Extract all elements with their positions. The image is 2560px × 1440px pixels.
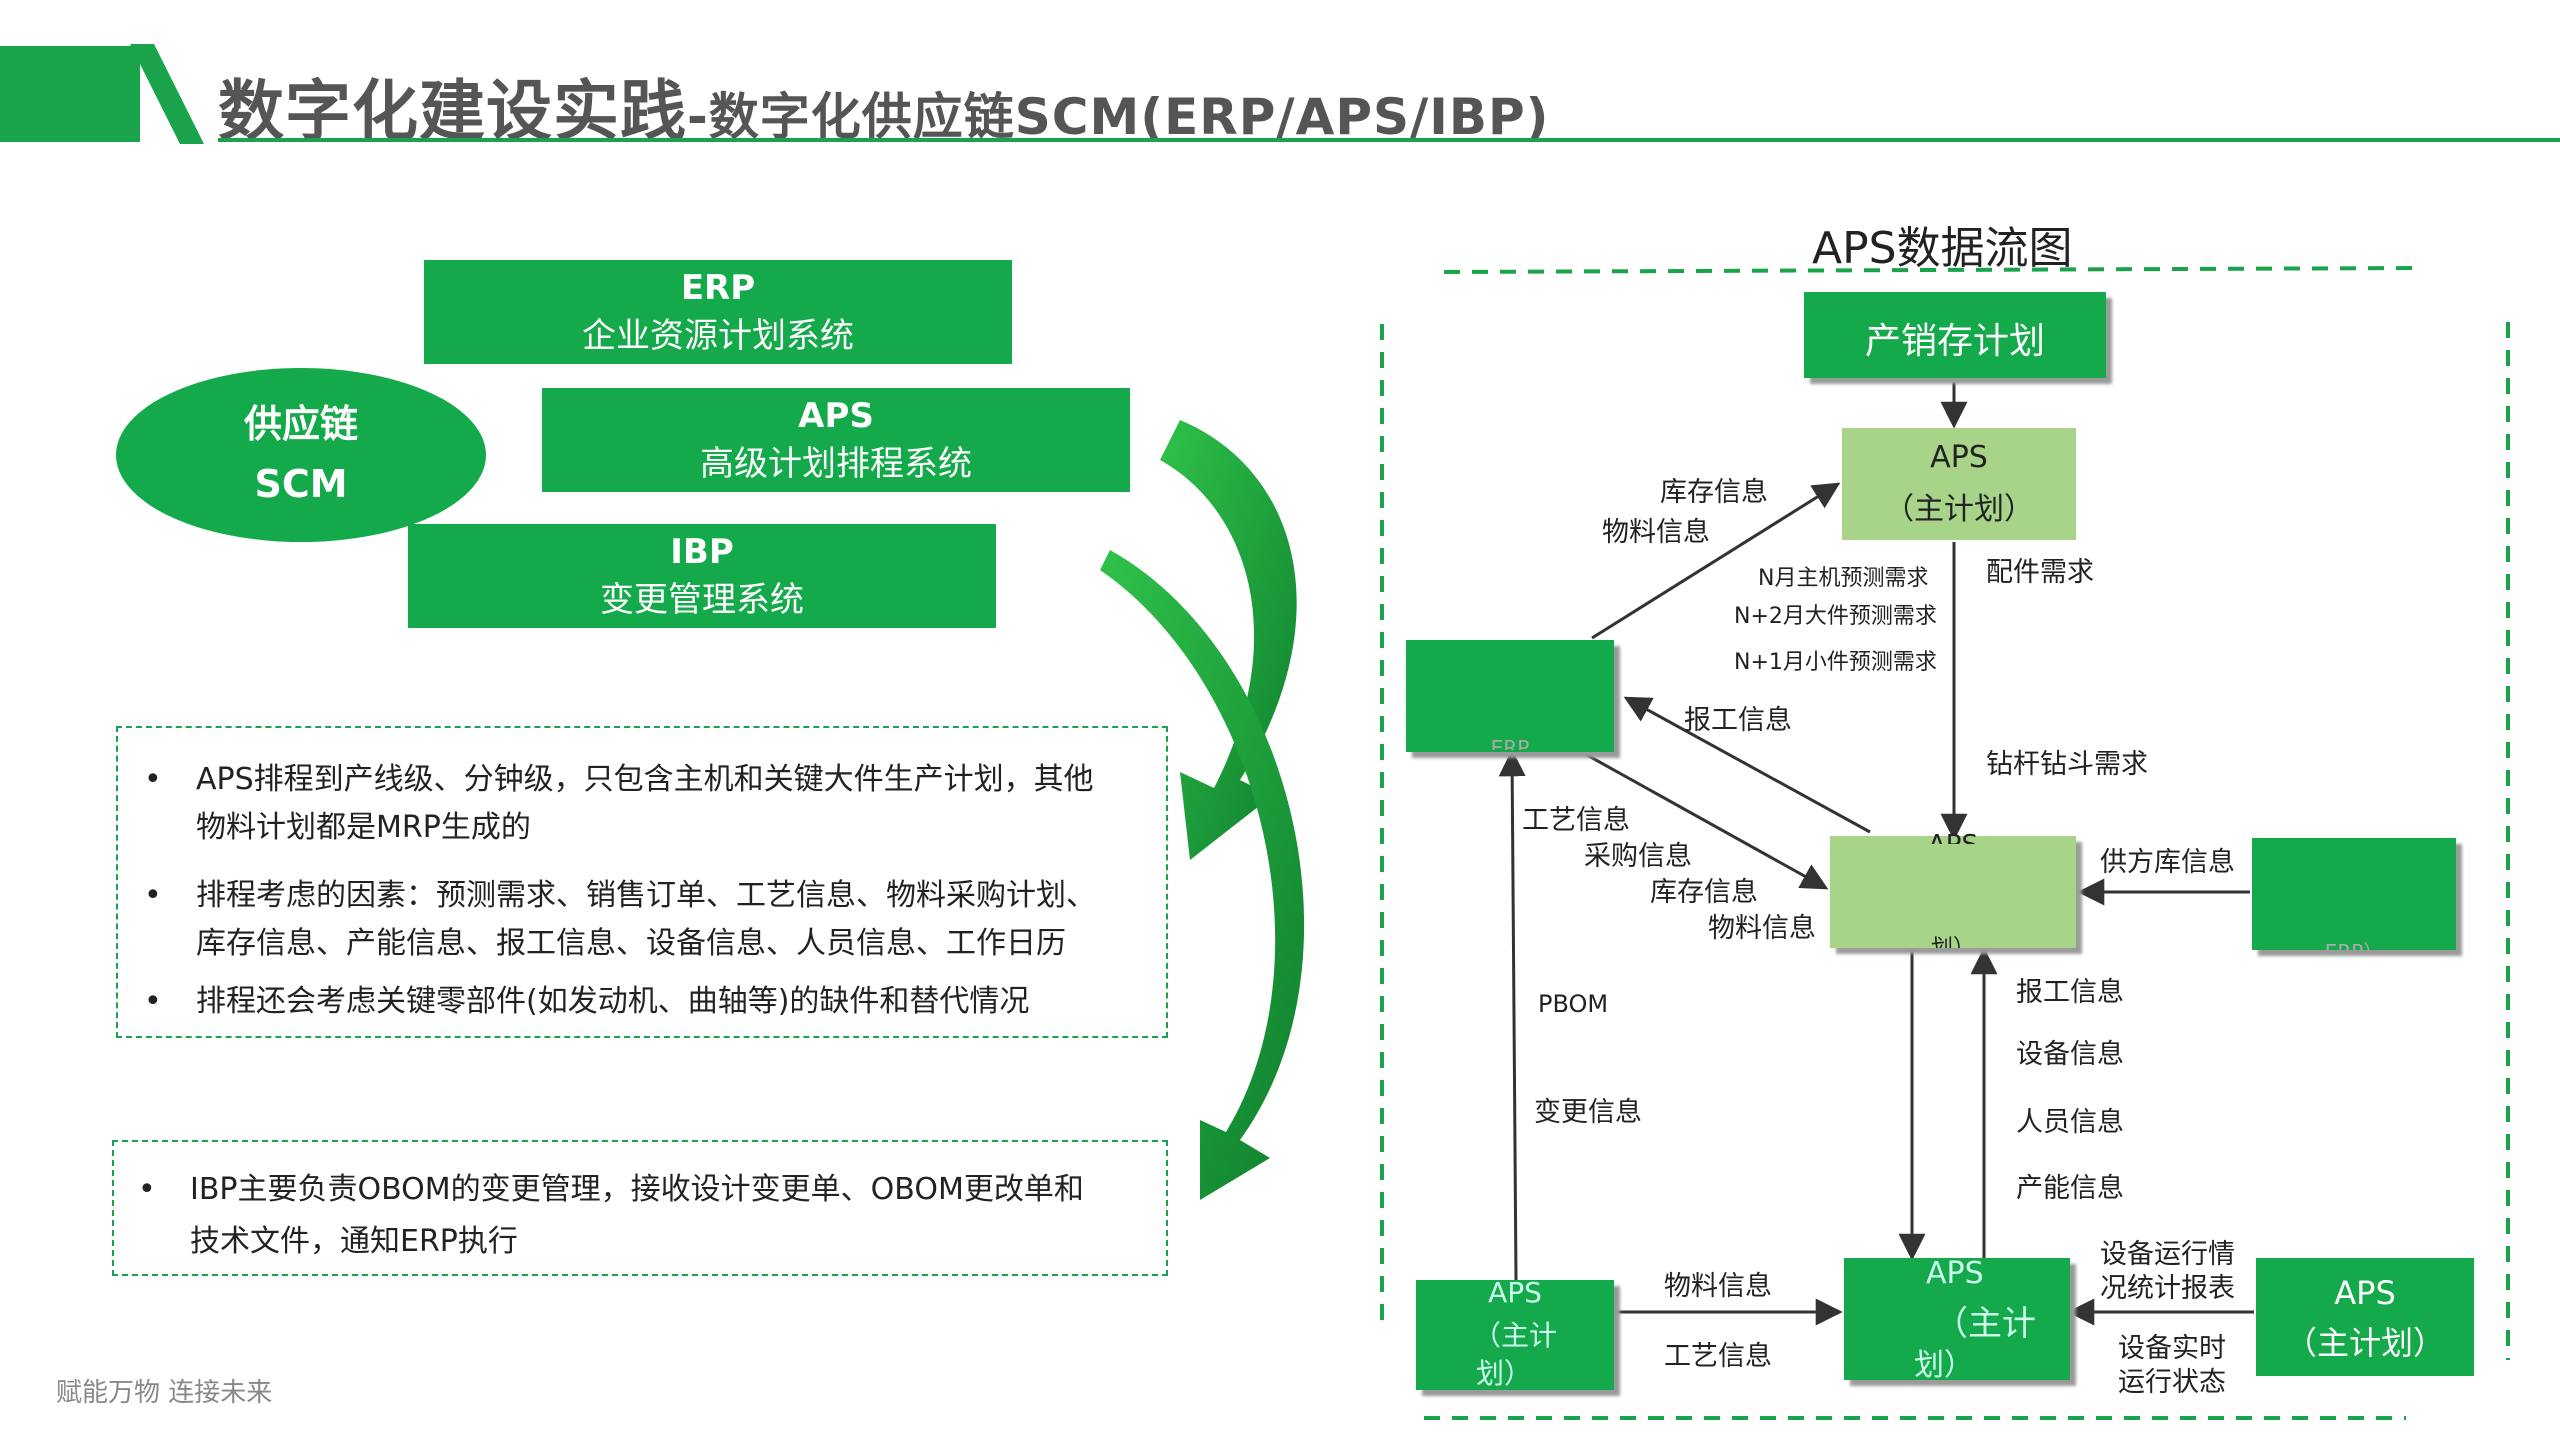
- bullet-item: • IBP主要负责OBOM的变更管理，接收设计变更单、OBOM更改单和 技术文件…: [138, 1164, 1084, 1268]
- node-aps-center: APS 划）: [1830, 830, 2076, 948]
- label-equip-report-2: 况统计报表: [2100, 1273, 2235, 1304]
- diagram-title: APS数据流图: [1812, 223, 2073, 274]
- curved-arrow-to-bullets: [1160, 420, 1297, 860]
- aps-title: APS: [798, 396, 874, 436]
- bullet-text: 技术文件，通知ERP执行: [190, 1224, 518, 1259]
- aps-box: APS 高级计划排程系统: [542, 388, 1130, 492]
- node-label: （主计: [1934, 1304, 2036, 1344]
- bullet-text: 库存信息、产能信息、报工信息、设备信息、人员信息、工作日历: [196, 926, 1066, 961]
- node-label: 产销存计划: [1864, 321, 2045, 362]
- node-label: APS: [1488, 1280, 1542, 1309]
- node-label: （主计划）: [2284, 1324, 2445, 1362]
- node-aps-bottom-left: APS （主计 划）: [1416, 1280, 1614, 1390]
- label-report: 报工信息: [1684, 705, 1792, 736]
- bullet-dot: •: [144, 878, 162, 913]
- bullet-dot: •: [138, 1172, 156, 1207]
- aps-desc: 高级计划排程系统: [700, 444, 972, 484]
- label-material: 物料信息: [1602, 517, 1710, 548]
- label-personnel: 人员信息: [2016, 1107, 2124, 1138]
- bullet-text: APS排程到产线级、分钟级，只包含主机和关键大件生产计划，其他: [196, 762, 1094, 797]
- header-accent-band: [0, 46, 140, 142]
- arrow-center-to-erp: [1623, 696, 1871, 834]
- label-report-2: 报工信息: [2016, 977, 2124, 1008]
- node-label: APS: [1830, 830, 2076, 844]
- ellipse-line1: 供应链: [243, 402, 358, 446]
- node-label: APS: [1930, 440, 1988, 475]
- label-pbom: PBOM: [1538, 990, 1609, 1018]
- bullet-item: • 排程还会考虑关键零部件(如发动机、曲轴等)的缺件和替代情况: [144, 978, 1030, 1026]
- label-drill-demand: 钻杆钻斗需求: [1986, 749, 2148, 780]
- label-change: 变更信息: [1534, 1097, 1642, 1128]
- label-parts-demand: 配件需求: [1986, 557, 2094, 588]
- label-equipment: 设备信息: [2016, 1039, 2124, 1070]
- label-n-main: N月主机预测需求: [1758, 566, 1929, 591]
- ibp-desc: 变更管理系统: [600, 580, 804, 620]
- node-label: 划）: [1476, 1357, 1533, 1390]
- curved-arrows: [1100, 420, 1305, 1200]
- label-equip-report-1: 设备运行情: [2100, 1239, 2235, 1270]
- label-purchase: 采购信息: [1584, 841, 1692, 872]
- node-erp-left: ERP: [1406, 640, 1614, 752]
- node-label: （主计: [1472, 1319, 1557, 1352]
- aps-notes-box: [116, 726, 1168, 1038]
- erp-desc: 企业资源计划系统: [582, 316, 854, 356]
- node-label: ERP）: [2252, 936, 2456, 950]
- bullet-text: 排程还会考虑关键零部件(如发动机、曲轴等)的缺件和替代情况: [196, 984, 1030, 1019]
- bullet-dot: •: [144, 984, 162, 1019]
- node-aps-bottom-right: APS （主计划）: [2256, 1258, 2474, 1376]
- node-label: APS: [1926, 1258, 1984, 1291]
- arrow-erp-to-center: [1577, 748, 1829, 890]
- page-title-main: 数字化建设实践: [218, 73, 687, 150]
- erp-title: ERP: [680, 268, 756, 308]
- bullet-dot: •: [144, 762, 162, 797]
- diagram-dashed-frame: [1380, 266, 2510, 1420]
- ellipse-line2: SCM: [254, 462, 348, 506]
- label-equip-realtime-1: 设备实时: [2118, 1333, 2226, 1364]
- node-label: 划）: [1914, 1348, 1974, 1380]
- bullet-item: • APS排程到产线级、分钟级，只包含主机和关键大件生产计划，其他 物料计划都是…: [144, 756, 1094, 852]
- label-process-3: 工艺信息: [1664, 1341, 1772, 1372]
- arrow-bl-to-erp: [1498, 749, 1526, 1281]
- ibp-title: IBP: [670, 532, 734, 572]
- bullet-text: IBP主要负责OBOM的变更管理，接收设计变更单、OBOM更改单和: [190, 1172, 1084, 1207]
- supply-chain-ellipse: 供应链 SCM: [116, 368, 486, 542]
- curved-arrow-to-ibp-note: [1100, 550, 1305, 1200]
- label-inventory-2: 库存信息: [1650, 877, 1758, 908]
- node-label: APS: [2334, 1274, 2396, 1312]
- node-label: （主计划）: [1884, 492, 2034, 527]
- label-material-3: 物料信息: [1664, 1271, 1772, 1302]
- arrow-erp-to-aps: [1591, 482, 1841, 640]
- node-aps-bottom-center: APS （主计 划）: [1844, 1258, 2070, 1380]
- bullet-item: • 排程考虑的因素：预测需求、销售订单、工艺信息、物料采购计划、 库存信息、产能…: [144, 872, 1096, 968]
- node-erp-right: ERP）: [2252, 838, 2456, 950]
- node-label: ERP: [1490, 736, 1530, 750]
- header-slash-decoration: [130, 44, 204, 144]
- bullet-text: 排程考虑的因素：预测需求、销售订单、工艺信息、物料采购计划、: [196, 878, 1096, 913]
- label-equip-realtime-2: 运行状态: [2118, 1367, 2226, 1398]
- erp-box: ERP 企业资源计划系统: [424, 260, 1012, 364]
- label-supplier-stock: 供方库信息: [2100, 847, 2235, 878]
- bullet-text: 物料计划都是MRP生成的: [196, 810, 531, 845]
- label-n1: N+1月小件预测需求: [1734, 650, 1937, 675]
- label-inventory: 库存信息: [1660, 477, 1768, 508]
- label-n2: N+2月大件预测需求: [1734, 604, 1937, 629]
- node-aps-main: APS （主计划）: [1842, 428, 2076, 540]
- header-underline: [218, 138, 2560, 142]
- label-material-2: 物料信息: [1708, 913, 1816, 944]
- node-label: 划）: [1830, 930, 2076, 948]
- footer-slogan: 赋能万物 连接未来: [56, 1378, 273, 1408]
- label-capacity: 产能信息: [2016, 1173, 2124, 1204]
- node-production-plan: 产销存计划: [1804, 292, 2106, 378]
- ibp-notes-box: [112, 1140, 1168, 1276]
- page-title-sub: -数字化供应链SCM(ERP/APS/IBP): [687, 88, 1550, 146]
- ibp-box: IBP 变更管理系统: [408, 524, 996, 628]
- page-title: 数字化建设实践-数字化供应链SCM(ERP/APS/IBP): [218, 58, 1549, 154]
- label-process: 工艺信息: [1522, 805, 1630, 836]
